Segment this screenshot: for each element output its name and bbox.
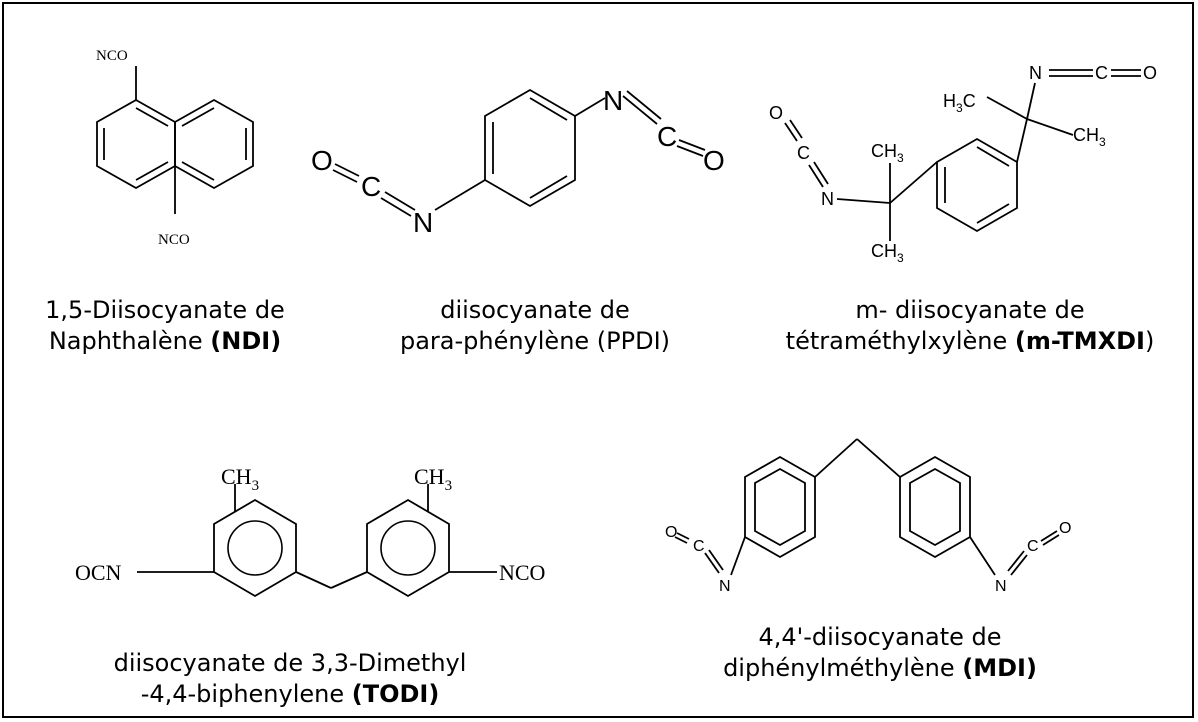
- mtmxdi-o-top: O: [1143, 63, 1157, 83]
- ppdi-c-right: C: [657, 121, 677, 152]
- mtmxdi-o-left: O: [769, 103, 783, 123]
- mdi-caption: 4,4'-diisocyanate de diphénylméthylène (…: [700, 622, 1060, 684]
- mtmxdi-h3c-h: H: [943, 91, 956, 111]
- mtmxdi-ch3-right: CH: [1073, 125, 1099, 145]
- todi-nco: NCO: [499, 560, 545, 585]
- ndi-caption-line1: 1,5-Diisocyanate de: [45, 296, 285, 324]
- mdi-abbreviation: (MDI): [962, 654, 1037, 682]
- ppdi-o-left: O: [311, 145, 333, 176]
- ppdi-n-right: N: [603, 85, 623, 116]
- mtmxdi-caption: m- diisocyanate de tétraméthylxylène (m-…: [765, 295, 1175, 357]
- mtmxdi-ch3-up: CH: [871, 141, 897, 161]
- mtmxdi-ch3-right-sub: 3: [1099, 135, 1106, 149]
- todi-structure: CH3 CH3 OCN NCO: [75, 464, 545, 598]
- svg-text:CH3: CH3: [871, 241, 904, 265]
- todi-ch3-left-sub: 3: [252, 478, 260, 494]
- svg-text:CH3: CH3: [871, 141, 904, 165]
- todi-caption-line2: -4,4-biphenylene: [140, 680, 352, 708]
- svg-text:CH3: CH3: [221, 464, 259, 494]
- mtmxdi-h3c-c: C: [963, 91, 976, 111]
- ppdi-n-left: N: [413, 207, 433, 238]
- todi-caption-line1: diisocyanate de 3,3-Dimethyl: [113, 649, 467, 677]
- todi-ocn: OCN: [75, 560, 122, 585]
- ppdi-structure: N C O N C O: [311, 85, 725, 238]
- mdi-c-right: C: [1027, 538, 1039, 555]
- mtmxdi-ch3-up-sub: 3: [897, 151, 904, 165]
- mtmxdi-ch3-down: CH: [871, 241, 897, 261]
- mtmxdi-n-top: N: [1029, 63, 1042, 83]
- todi-ch3-right: CH: [414, 464, 445, 489]
- todi-ch3-left: CH: [221, 464, 252, 489]
- mdi-o-left: O: [665, 524, 677, 541]
- mdi-structure: N C O N C O: [665, 438, 1071, 595]
- ndi-structure: NCO NCO: [96, 48, 254, 248]
- ndi-label-top: NCO: [96, 48, 128, 64]
- ppdi-caption: diisocyanate de para-phénylène (PPDI): [370, 295, 700, 357]
- mtmxdi-caption-line2: tétraméthylxylène: [785, 327, 1015, 355]
- mdi-c-left: C: [693, 538, 705, 555]
- mtmxdi-c-top: C: [1095, 63, 1108, 83]
- todi-abbreviation: (TODI): [351, 680, 440, 708]
- mdi-caption-line2: diphénylméthylène: [723, 654, 963, 682]
- todi-caption: diisocyanate de 3,3-Dimethyl -4,4-biphen…: [90, 648, 490, 710]
- ndi-caption-line2: Naphthalène: [48, 327, 211, 355]
- mdi-caption-line1: 4,4'-diisocyanate de: [758, 623, 1002, 651]
- mtmxdi-h3c-sub: 3: [956, 101, 963, 115]
- svg-text:H3C: H3C: [943, 91, 976, 115]
- mdi-n-right: N: [995, 578, 1007, 595]
- mtmxdi-abbreviation: (m-TMXDI: [1014, 327, 1145, 355]
- mtmxdi-caption-line1: m- diisocyanate de: [855, 296, 1085, 324]
- ndi-label-bottom: NCO: [158, 232, 190, 248]
- mtmxdi-structure: H3C CH3 N C O CH3 CH3 N C O: [769, 63, 1157, 265]
- todi-ch3-right-sub: 3: [445, 478, 453, 494]
- svg-text:CH3: CH3: [1073, 125, 1106, 149]
- ppdi-o-right: O: [703, 145, 725, 176]
- ppdi-caption-line1: diisocyanate de: [440, 296, 630, 324]
- mdi-o-right: O: [1059, 520, 1071, 537]
- svg-text:CH3: CH3: [414, 464, 452, 494]
- mtmxdi-ch3-down-sub: 3: [897, 251, 904, 265]
- ppdi-c-left: C: [361, 171, 381, 202]
- mtmxdi-c-left: C: [797, 143, 810, 163]
- mtmxdi-caption-tail: ): [1144, 327, 1155, 355]
- ppdi-caption-line2: para-phénylène (PPDI): [399, 327, 671, 355]
- ndi-abbreviation: (NDI): [210, 327, 282, 355]
- mtmxdi-n-left: N: [821, 189, 834, 209]
- mdi-n-left: N: [719, 578, 731, 595]
- ndi-caption: 1,5-Diisocyanate de Naphthalène (NDI): [20, 295, 310, 357]
